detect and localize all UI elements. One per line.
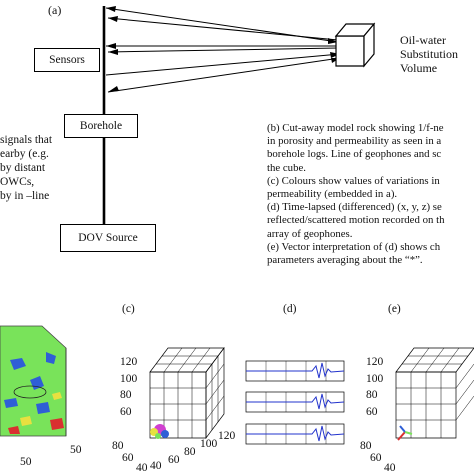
left-text-3: by distant <box>0 162 46 174</box>
e-zticks: 120 100 80 60 <box>366 354 383 420</box>
ray-arrows <box>105 7 341 93</box>
caption-line-6: permeability (embedded in a). <box>267 188 398 201</box>
c-xtick-5: 120 <box>218 430 236 442</box>
e-ztick-1: 120 <box>366 356 384 368</box>
volume-line-1: Oil-water <box>400 33 446 47</box>
e-ytick-1: 80 <box>360 440 372 452</box>
caption-line-4: the cube. <box>267 161 306 174</box>
axes-c <box>149 346 225 440</box>
borehole-box: Borehole <box>64 114 138 138</box>
c-ytick-1: 80 <box>112 440 124 452</box>
panel-a-label: (a) <box>48 3 62 17</box>
volume-line-3: Volume <box>400 61 438 75</box>
e-ytick-3: 40 <box>384 462 396 474</box>
sensors-label: Sensors <box>49 54 85 66</box>
c-xtick-1: 40 <box>150 460 162 472</box>
caption-line-1: (b) Cut-away model rock showing 1/f-ne <box>267 122 444 134</box>
e-ytick-2: 60 <box>370 452 382 464</box>
left-text-5: by in –line <box>0 190 50 202</box>
caption: (b) Cut-away model rock showing 1/f-ne i… <box>267 122 444 267</box>
caption-line-7: (d) Time-lapsed (differenced) (x, y, z) … <box>267 201 442 214</box>
caption-line-11: parameters averaging about the “*”. <box>267 254 423 267</box>
c-ztick-3: 80 <box>120 389 132 401</box>
c-ztick-1: 120 <box>120 356 138 368</box>
c-xtick-2: 60 <box>168 454 180 466</box>
left-text-2: earby (e.g. <box>0 148 49 160</box>
e-ztick-3: 80 <box>366 389 378 401</box>
vectors-e <box>397 425 413 441</box>
rock-cube-b <box>0 325 67 437</box>
c-zticks: 120 100 80 60 <box>120 354 137 420</box>
axes-e <box>395 347 474 439</box>
caption-line-10: (e) Vector interpretation of (d) shows c… <box>267 240 441 253</box>
caption-line-9: array of geophones. <box>267 227 353 240</box>
c-ytick-3: 40 <box>136 462 148 474</box>
traces-d <box>245 360 345 445</box>
dov-source-label: DOV Source <box>78 232 138 244</box>
c-ztick-2: 100 <box>120 372 138 385</box>
left-text: signals that earby (e.g. by distant OWCs… <box>0 133 52 203</box>
left-text-4: OWCs, <box>0 176 35 188</box>
panel-d-label: (d) <box>283 303 297 315</box>
panel-c-label: (c) <box>122 303 135 315</box>
e-ztick-4: 60 <box>366 405 378 418</box>
c-xtick-4: 100 <box>200 438 218 450</box>
panel-e-label: (e) <box>388 303 401 315</box>
caption-line-2: in porosity and permeability as seen in … <box>267 135 442 148</box>
e-ztick-2: 100 <box>366 372 384 385</box>
sensors-box: Sensors <box>34 48 100 72</box>
borehole-label: Borehole <box>79 120 123 132</box>
c-ztick-4: 60 <box>120 405 132 418</box>
anomaly-c <box>150 424 169 439</box>
dov-source-box: DOV Source <box>60 224 156 252</box>
b-tick-2: 50 <box>20 456 32 468</box>
volume-line-2: Substitution <box>400 47 459 61</box>
c-ytick-2: 60 <box>122 452 134 464</box>
caption-line-8: reflected/scattered motion recorded on t… <box>267 214 445 227</box>
caption-line-3: borehole logs. Line of geophones and sc <box>267 148 442 161</box>
volume-label: Oil-water Substitution Volume <box>400 33 458 75</box>
b-tick-1: 50 <box>70 444 82 456</box>
c-xtick-3: 80 <box>184 446 196 458</box>
left-text-1: signals that <box>0 134 53 146</box>
caption-line-5: (c) Colours show values of variations in <box>267 174 440 187</box>
oil-water-cube <box>334 22 376 68</box>
